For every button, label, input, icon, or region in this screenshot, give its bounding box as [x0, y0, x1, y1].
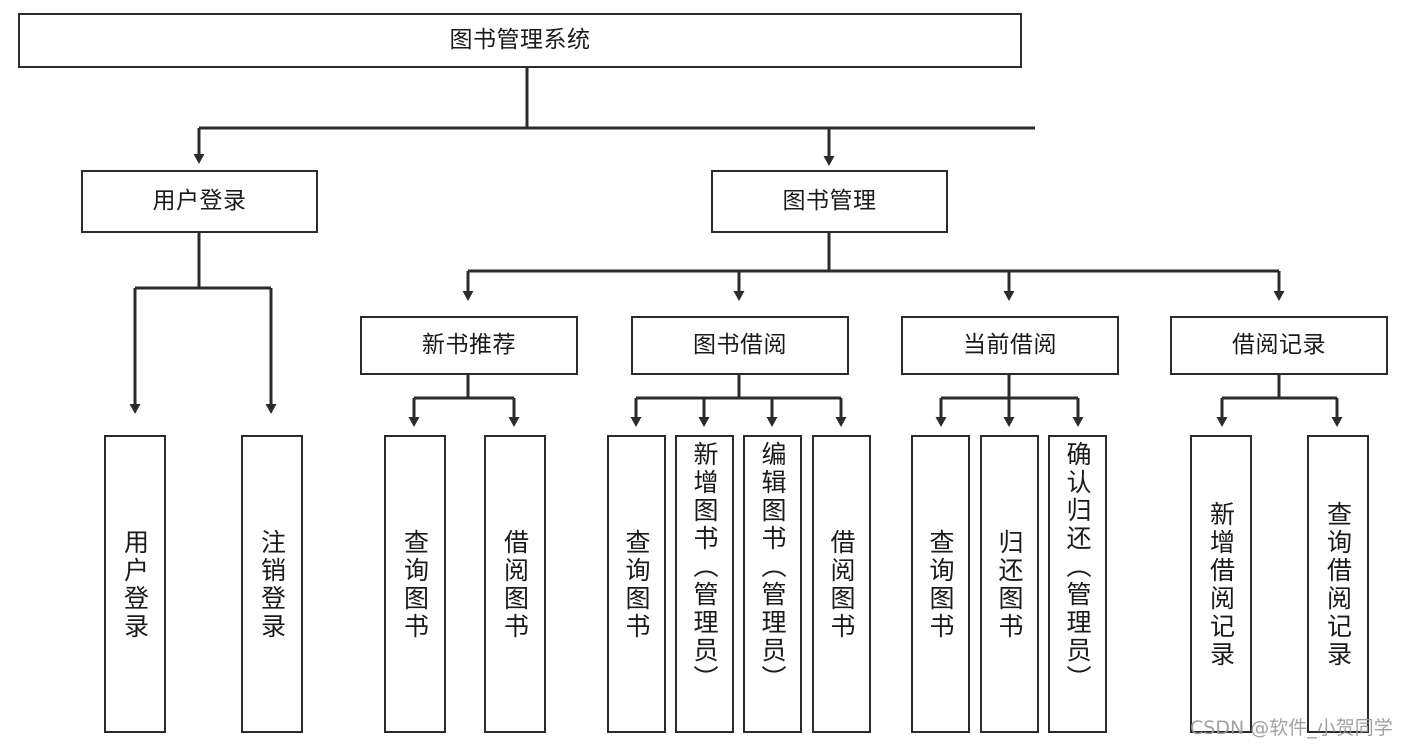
node-new-book-recommend-label: 新书推荐	[422, 332, 516, 359]
node-new-book-recommend[interactable]: 新书推荐	[360, 316, 578, 375]
leaf-query-record[interactable]: 查询借阅记录	[1307, 435, 1369, 733]
node-current-borrow-label: 当前借阅	[963, 332, 1057, 359]
leaf-borrow-book-2[interactable]: 借阅图书	[812, 435, 871, 733]
leaf-add-record-label: 新增借阅记录	[1206, 501, 1236, 669]
leaf-add-book[interactable]: 新增图书（管理员）	[675, 435, 734, 733]
node-current-borrow[interactable]: 当前借阅	[901, 316, 1119, 375]
csdn-watermark: CSDN @软件_小贺同学	[1190, 717, 1393, 739]
leaf-user-login-label: 用户登录	[120, 529, 150, 641]
node-book-manage-label: 图书管理	[782, 188, 877, 215]
leaf-borrow-book-1[interactable]: 借阅图书	[484, 435, 546, 733]
node-root-label: 图书管理系统	[449, 27, 591, 54]
leaf-query-book-3[interactable]: 查询图书	[911, 435, 970, 733]
leaf-query-book-1[interactable]: 查询图书	[384, 435, 446, 733]
node-root[interactable]: 图书管理系统	[18, 13, 1022, 68]
node-borrow-record[interactable]: 借阅记录	[1170, 316, 1388, 375]
node-book-manage[interactable]: 图书管理	[711, 170, 948, 233]
leaf-borrow-book-1-label: 借阅图书	[500, 529, 530, 641]
leaf-query-book-1-label: 查询图书	[400, 529, 430, 641]
leaf-query-book-2[interactable]: 查询图书	[607, 435, 666, 733]
leaf-user-login[interactable]: 用户登录	[104, 435, 166, 733]
leaf-confirm-return[interactable]: 确认归还（管理员）	[1048, 435, 1107, 733]
node-user-login-label: 用户登录	[152, 188, 247, 215]
leaf-edit-book-label: 编辑图书（管理员）	[758, 441, 787, 693]
leaf-return-book[interactable]: 归还图书	[980, 435, 1039, 733]
leaf-logout-login[interactable]: 注销登录	[241, 435, 303, 733]
leaf-add-record[interactable]: 新增借阅记录	[1190, 435, 1252, 733]
leaf-confirm-return-label: 确认归还（管理员）	[1063, 441, 1092, 693]
leaf-logout-login-label: 注销登录	[257, 529, 287, 641]
leaf-edit-book[interactable]: 编辑图书（管理员）	[743, 435, 802, 733]
leaf-query-book-2-label: 查询图书	[622, 529, 651, 641]
node-borrow-record-label: 借阅记录	[1232, 332, 1326, 359]
node-book-borrow-label: 图书借阅	[693, 332, 787, 359]
leaf-borrow-book-2-label: 借阅图书	[827, 529, 856, 641]
leaf-query-book-3-label: 查询图书	[926, 529, 955, 641]
leaf-return-book-label: 归还图书	[995, 529, 1024, 641]
node-book-borrow[interactable]: 图书借阅	[631, 316, 849, 375]
node-user-login[interactable]: 用户登录	[81, 170, 318, 233]
leaf-add-book-label: 新增图书（管理员）	[690, 441, 719, 693]
leaf-query-record-label: 查询借阅记录	[1323, 501, 1353, 669]
